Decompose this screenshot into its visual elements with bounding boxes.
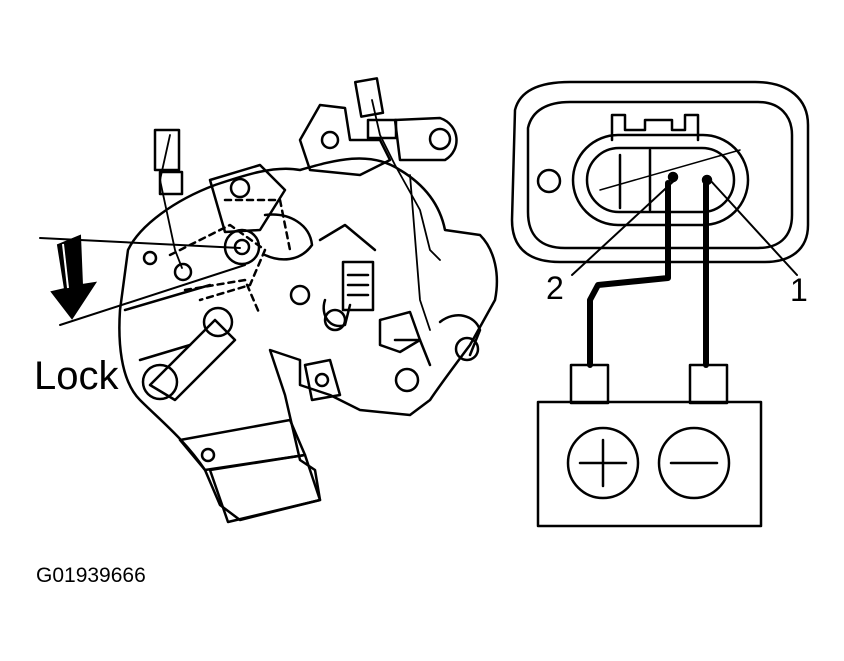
lock-direction-arrow-icon [50, 234, 98, 320]
pin-2-label: 2 [546, 270, 564, 306]
left-rod-connector [153, 128, 181, 172]
left-lock-rod [159, 134, 183, 269]
figure-id: G01939666 [36, 564, 146, 587]
pin-2-leader [571, 177, 678, 276]
positive-test-lead [587, 180, 671, 368]
door-lock-actuator-assembly [118, 103, 499, 524]
lock-travel-line [59, 264, 246, 326]
right-rod-connector [353, 77, 385, 118]
lock-label: Lock [34, 354, 119, 398]
pin-1-leader [709, 179, 798, 276]
battery [536, 363, 763, 528]
pin-1-label: 1 [790, 272, 808, 308]
right-lock-rod [371, 99, 441, 261]
negative-terminal-symbol [657, 426, 731, 500]
connector-housing [510, 80, 810, 264]
positive-terminal-symbol [566, 426, 640, 500]
